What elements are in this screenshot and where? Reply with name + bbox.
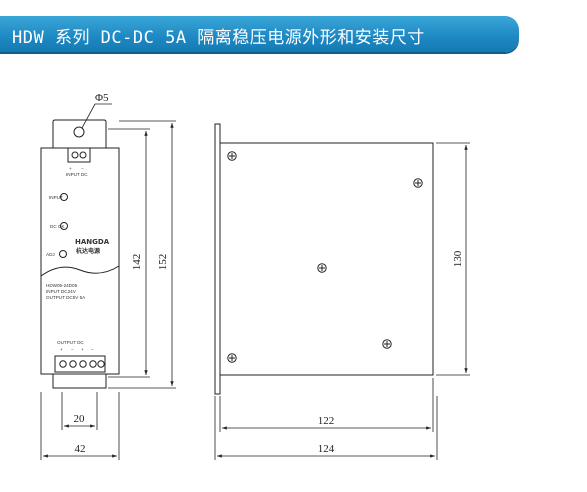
top-polarity-minus: − [81, 166, 84, 171]
bottom-mounting-ear [52, 374, 107, 389]
input-terminal-screw [71, 151, 79, 159]
bottom-polarity: − [91, 347, 94, 352]
led-indicator [60, 193, 68, 201]
page-title: HDW 系列 DC-DC 5A 隔离稳压电源外形和安装尺寸 [12, 28, 425, 48]
brand-logo-subtext: 杭达电源 [76, 247, 100, 255]
screw-icon [317, 263, 327, 273]
side-body [219, 142, 434, 376]
side-view-dimensions [214, 142, 470, 460]
side-width-122-label: 122 [318, 415, 335, 427]
title-banner: HDW 系列 DC-DC 5A 隔离稳压电源外形和安装尺寸 [0, 16, 519, 52]
led-indicator [60, 222, 68, 230]
adjust-label: ADJ [46, 252, 55, 257]
top-polarity-plus: + [69, 166, 72, 171]
output-terminal-block [54, 355, 106, 373]
output-terminal-screw [69, 360, 77, 368]
screw-icon [382, 339, 392, 349]
output-terminal-label: OUTPUT DC [57, 340, 84, 345]
front-view-labels: + − INPUT DC INPUT DC OK ADJ HANGDA 杭达电源… [46, 166, 110, 352]
height-142-label: 142 [131, 254, 143, 271]
front-view-dimensions [40, 103, 176, 460]
model-line: INPUT DC24V [46, 289, 77, 294]
bottom-polarity: + [81, 347, 84, 352]
screw-icon [413, 178, 423, 188]
bottom-polarity: − [71, 347, 74, 352]
adjust-potentiometer [59, 250, 67, 258]
output-terminal-screw [97, 360, 105, 368]
mounting-hole [73, 126, 85, 138]
front-view [40, 119, 120, 389]
brand-logo: HANGDA [75, 238, 110, 246]
width-42-label: 42 [75, 443, 86, 455]
wave-divider [40, 265, 120, 277]
screw-icon [227, 353, 237, 363]
side-width-124-label: 124 [318, 443, 335, 455]
indicator-label: DC OK [50, 224, 65, 229]
hole-diameter-label: Φ5 [95, 92, 109, 104]
input-terminal-label: INPUT DC [66, 172, 88, 177]
side-height-130-label: 130 [452, 250, 464, 267]
height-152-label: 152 [157, 254, 169, 271]
output-terminal-screw [89, 360, 97, 368]
input-terminal-screw [79, 151, 87, 159]
side-view [214, 123, 434, 395]
output-terminal-screw [79, 360, 87, 368]
mounting-plate [214, 123, 221, 395]
screw-icon [227, 151, 237, 161]
width-20-label: 20 [74, 413, 86, 425]
indicator-label: INPUT [49, 195, 63, 200]
model-line: OUTPUT DC5V 5A [46, 295, 86, 300]
top-mounting-ear [52, 119, 107, 149]
input-terminal-block [67, 147, 91, 163]
output-terminal-screw [59, 360, 67, 368]
model-line: HDW05-24D05 [46, 283, 78, 288]
bottom-polarity: + [60, 347, 63, 352]
